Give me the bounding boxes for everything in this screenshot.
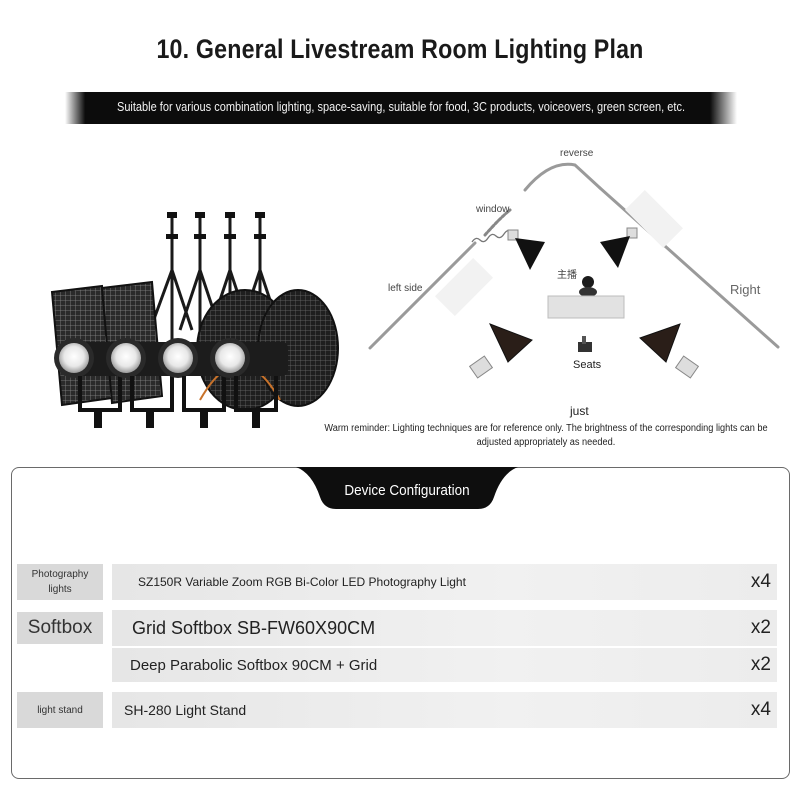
- category-softbox: Softbox: [17, 612, 103, 644]
- item-qty: x4: [750, 699, 771, 720]
- config-title: Device Configuration: [344, 482, 470, 499]
- subtitle-text: Suitable for various combination lightin…: [116, 100, 686, 114]
- back-light-left: [507, 229, 545, 270]
- item-name: Deep Parabolic Softbox 90CM + Grid: [130, 656, 378, 674]
- item-name: Grid Softbox SB-FW60X90CM: [132, 617, 376, 638]
- led-lights: [54, 338, 288, 428]
- page-title: 10. General Livestream Room Lighting Pla…: [156, 34, 644, 64]
- item-row-grid-softbox: Grid Softbox SB-FW60X90CM x2: [112, 610, 777, 646]
- anchor-head: [582, 276, 594, 288]
- camera-icon: [578, 336, 592, 352]
- label-reverse: reverse: [560, 148, 594, 159]
- item-qty: x4: [750, 571, 771, 592]
- room-lighting-plan: reverse window left side Right 主播 Seats: [360, 140, 800, 410]
- category-photography-lights: Photography lights: [17, 564, 103, 600]
- label-left-side: left side: [388, 283, 423, 294]
- room-walls: [368, 162, 780, 350]
- item-name: SZ150R Variable Zoom RGB Bi-Color LED Ph…: [138, 575, 466, 589]
- item-qty: x2: [750, 654, 771, 675]
- category-light-stand: light stand: [17, 692, 103, 728]
- item-row-led-light: SZ150R Variable Zoom RGB Bi-Color LED Ph…: [112, 564, 777, 600]
- label-seats: Seats: [573, 359, 602, 371]
- desk: [547, 295, 625, 319]
- label-anchor: 主播: [557, 270, 577, 281]
- front-light-left: [468, 323, 533, 379]
- label-right: Right: [730, 282, 761, 297]
- item-name: SH-280 Light Stand: [124, 702, 247, 718]
- window-mark: [471, 229, 513, 243]
- item-row-light-stand: SH-280 Light Stand x4: [112, 692, 777, 728]
- config-title-tab: [296, 467, 518, 509]
- item-qty: x2: [750, 617, 771, 638]
- label-window: window: [476, 204, 510, 215]
- label-just: just: [570, 404, 589, 418]
- lighting-kit-illustration: [50, 212, 339, 428]
- subtitle-banner: Suitable for various combination lightin…: [65, 92, 737, 124]
- warm-reminder: Warm reminder: Lighting techniques are f…: [324, 423, 768, 448]
- back-light-right: [600, 227, 638, 268]
- item-row-parabolic-softbox: Deep Parabolic Softbox 90CM + Grid x2: [112, 648, 777, 682]
- front-light-right: [639, 323, 700, 379]
